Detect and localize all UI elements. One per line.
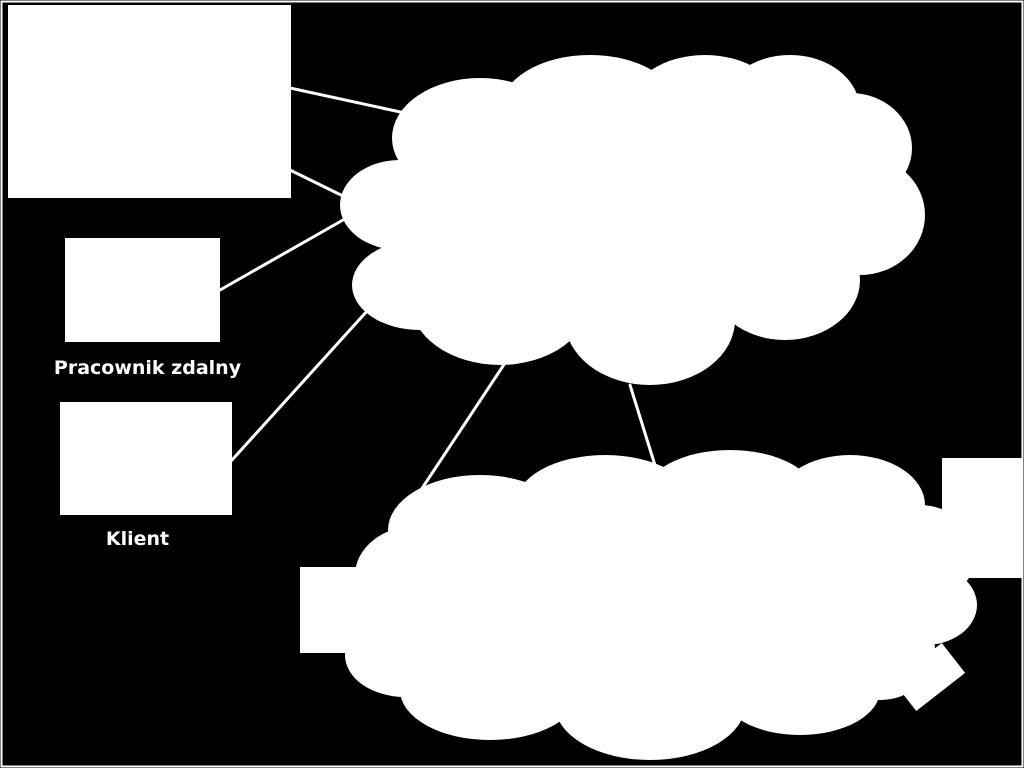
client-box xyxy=(60,402,232,515)
server-box xyxy=(8,5,291,198)
cloud-upper xyxy=(340,55,925,385)
connector-remote-worker-to-cloud xyxy=(218,218,345,292)
branch-left-box xyxy=(300,567,415,653)
remote-worker-box xyxy=(65,238,220,342)
branch-right-box xyxy=(942,458,1022,578)
connector-server-to-cloud-lower xyxy=(288,168,347,199)
remote-worker-label: Pracownik zdalny xyxy=(53,357,242,379)
client-label: Klient xyxy=(105,528,170,550)
connector-client-to-cloud xyxy=(230,308,370,462)
tilted-device-box xyxy=(892,642,966,712)
connector-server-to-cloud-upper xyxy=(288,86,407,115)
connector-cloud-to-branch-right xyxy=(628,383,660,477)
